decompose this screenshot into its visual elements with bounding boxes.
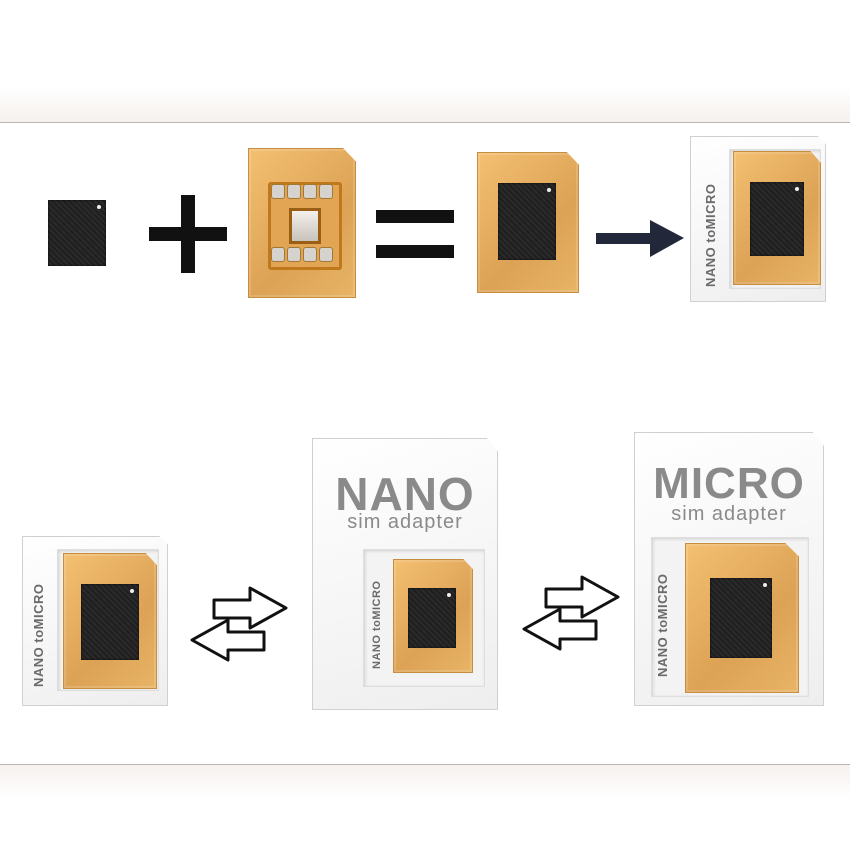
adapter-label: NANO toMICRO [703,183,718,288]
adapter-label: NANO toMICRO [31,583,46,688]
nano-sim-adapter-center: NANO sim adapter NANO toMICRO [312,438,498,710]
swap-arrows-icon [522,575,620,651]
nano-sim-with-chip [477,152,579,293]
adapter-title: MICRO [653,459,805,508]
micro-sim-adapter-right: MICRO sim adapter NANO toMICRO [634,432,824,706]
adapter-label: NANO toMICRO [655,573,670,678]
gold-sim-sticker [248,148,356,298]
adapter-subtitle: sim adapter [347,511,463,533]
adapter-subtitle: sim adapter [671,503,787,525]
nano-to-micro-adapter-top: NANO toMICRO [690,136,826,302]
adapter-label: NANO toMICRO [371,580,383,670]
nano-to-micro-adapter-left: NANO toMICRO [22,536,168,706]
adapter-title: NANO [335,468,475,520]
bottom-divider-band [0,764,850,799]
top-divider-band [0,88,850,123]
bare-chip [48,200,106,266]
swap-arrows-icon [190,586,288,662]
arrow-right-icon [596,220,684,257]
